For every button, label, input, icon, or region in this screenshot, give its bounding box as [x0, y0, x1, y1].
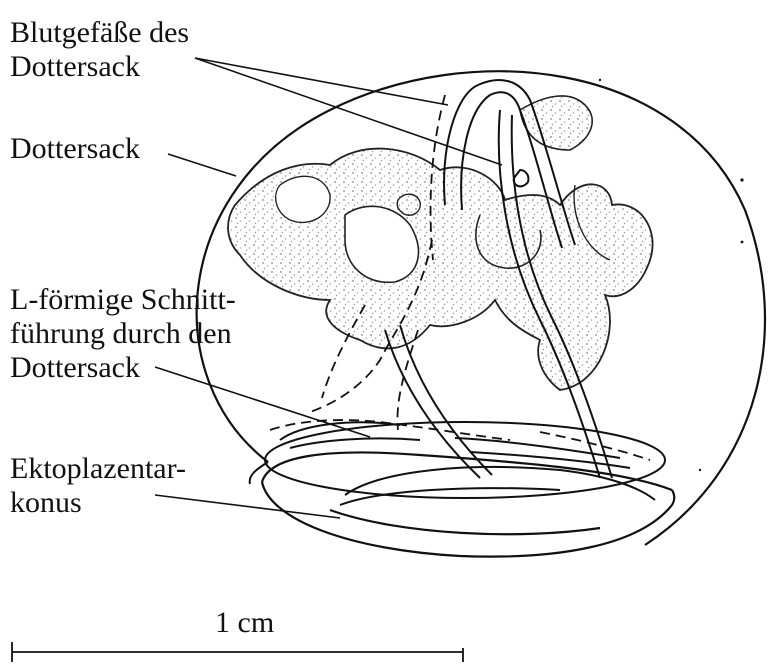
label-yolk-sac: Dottersack: [10, 132, 140, 166]
label-blood-vessels-line-2: Dottersack: [10, 50, 189, 84]
label-blood-vessels-line-1: Blutgefäße des: [10, 16, 189, 50]
label-ectoplacental-cone-line-2: konus: [10, 486, 186, 520]
label-incision-line-3: Dottersack: [10, 351, 236, 385]
label-ectoplacental-cone-line-1: Ektoplazentar-: [10, 452, 186, 486]
label-blood-vessels: Blutgefäße des Dottersack: [10, 16, 189, 84]
label-ectoplacental-cone: Ektoplazentar- konus: [10, 452, 186, 520]
yolk-sac-mass: [228, 96, 653, 390]
scale-bar: [12, 642, 463, 662]
label-yolk-sac-text: Dottersack: [10, 132, 140, 166]
label-incision-line-1: L-förmige Schnitt-: [10, 283, 236, 317]
label-incision-line-2: führung durch den: [10, 317, 236, 351]
inner-folds: [265, 325, 665, 505]
outer-envelope-outline-left: [250, 462, 268, 484]
label-incision: L-förmige Schnitt- führung durch den Dot…: [10, 283, 236, 385]
scale-bar-label: 1 cm: [215, 606, 274, 640]
